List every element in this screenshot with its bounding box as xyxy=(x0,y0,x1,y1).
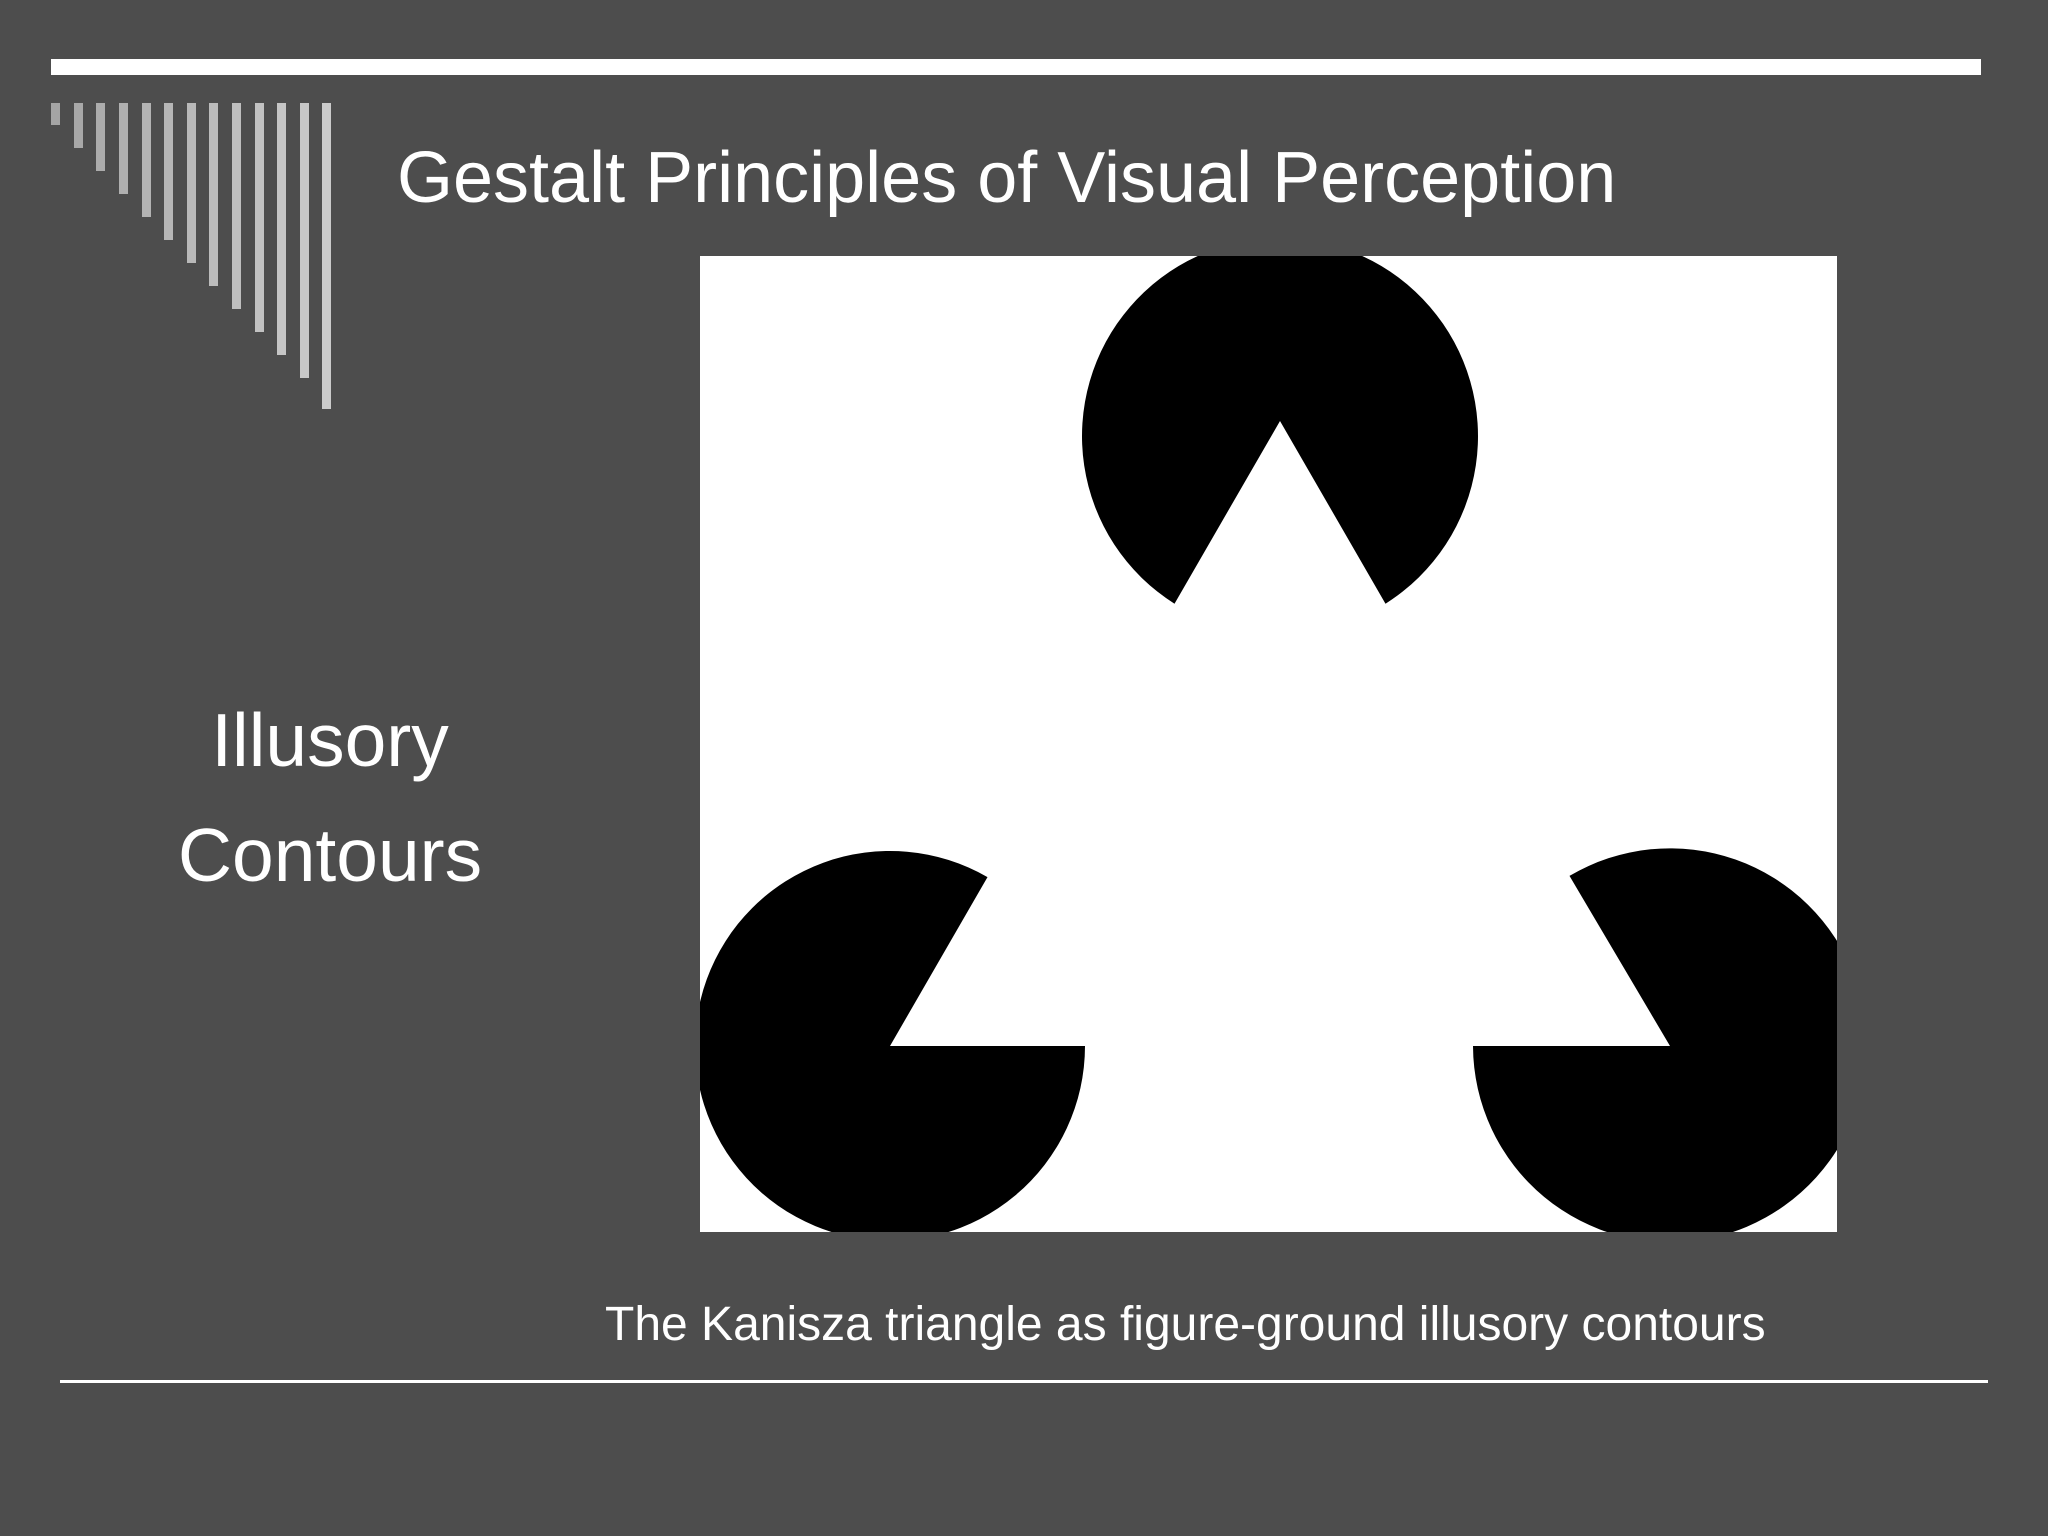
stripe xyxy=(164,103,173,240)
top-pac-man-disc-icon xyxy=(1082,256,1478,604)
stripe xyxy=(277,103,286,355)
stripe xyxy=(119,103,128,194)
bottom-right-pac-man-disc-icon xyxy=(1473,848,1837,1232)
top-rule xyxy=(51,59,1981,75)
stripe xyxy=(51,103,60,125)
stripe xyxy=(187,103,196,263)
decorative-stripes xyxy=(0,0,340,420)
slide-title: Gestalt Principles of Visual Perception xyxy=(397,138,1617,218)
stripe xyxy=(255,103,264,332)
bottom-rule xyxy=(60,1380,1988,1383)
bottom-left-pac-man-disc-icon xyxy=(700,850,1085,1232)
kanizsa-figure xyxy=(700,256,1837,1232)
kanizsa-triangle-image xyxy=(700,256,1837,1232)
stripe xyxy=(322,103,331,409)
side-heading-line-1: Illusory xyxy=(211,698,449,782)
figure-caption: The Kanisza triangle as figure-ground il… xyxy=(605,1298,1766,1351)
stripe xyxy=(74,103,83,148)
stripe xyxy=(232,103,241,309)
side-heading: Illusory Contours xyxy=(140,683,520,913)
stripe xyxy=(209,103,218,286)
stripe xyxy=(142,103,151,217)
stripe xyxy=(96,103,105,171)
stripe xyxy=(300,103,309,378)
side-heading-line-2: Contours xyxy=(177,813,483,897)
